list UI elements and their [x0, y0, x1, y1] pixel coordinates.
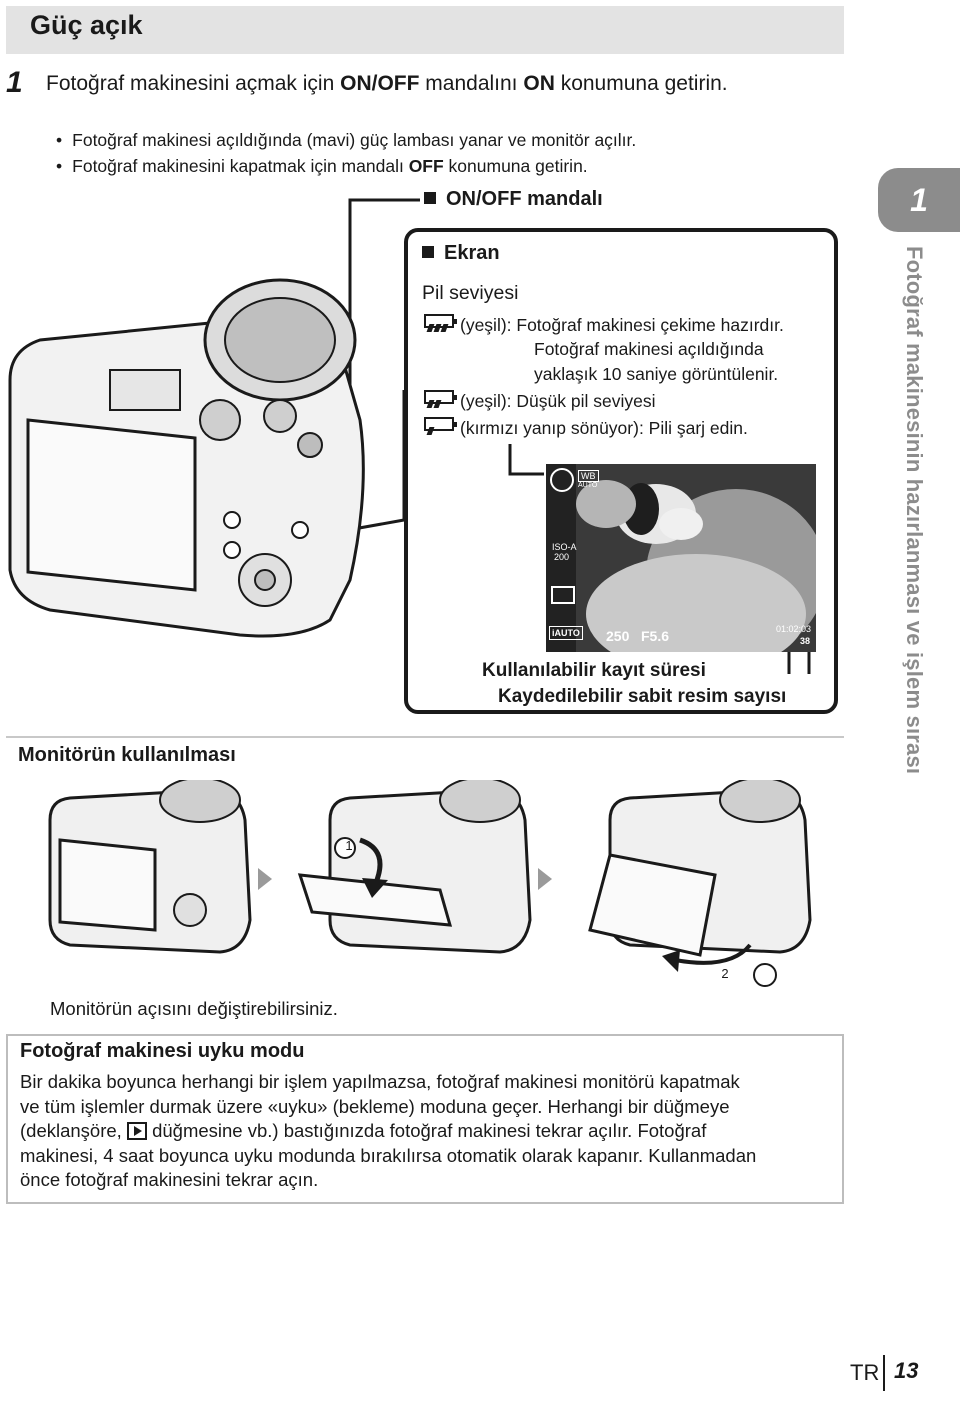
bullet-text: konumuna getirin.: [443, 156, 588, 176]
monitor-tilt-illustration: [48, 780, 812, 987]
on-keyword: ON: [523, 72, 555, 95]
battery-item-note: yaklaşık 10 saniye görüntülenir.: [534, 364, 779, 384]
onoff-switch-label: ON/OFF mandalı: [424, 188, 603, 211]
battery-item-text: (yeşil): Düşük pil seviyesi: [460, 391, 656, 411]
note-line: makinesi, 4 saat boyunca uyku modunda bı…: [20, 1144, 757, 1166]
step-text-part: Fotoğraf makinesini açmak için: [46, 72, 341, 95]
battery-level-title: Pil seviyesi: [422, 282, 519, 304]
child-and-puppy-image: [546, 464, 816, 652]
bullet-text: Fotoğraf makinesi açıldığında (mavi) güç…: [72, 130, 637, 150]
page-number: 13: [894, 1358, 919, 1383]
sleep-mode-body: Bir dakika boyunca herhangi bir işlem ya…: [20, 1070, 835, 1193]
section-header-bar: [6, 6, 844, 54]
bullet-item: Fotoğraf makinesi açıldığında (mavi) güç…: [56, 130, 636, 151]
iauto-mode-label: iAUTO: [549, 626, 583, 640]
wb-indicator: WB: [578, 470, 599, 482]
step-2-marker: 2: [721, 966, 729, 981]
section-title: Güç açık: [30, 10, 143, 40]
lcd-screen-photo: WB AUTO ISO-A 200 iAUTO 250 F5.6 01:02:0…: [546, 464, 816, 652]
battery-item-note: Fotoğraf makinesi açıldığında: [534, 339, 764, 359]
battery-empty-icon: [424, 417, 457, 435]
footer-language: TR: [850, 1360, 880, 1385]
battery-item-full: (yeşil): Fotoğraf makinesi çekime hazırd…: [424, 314, 784, 336]
recording-time: 01:02:03: [776, 624, 812, 634]
monitor-caption: Monitörün açısını değiştirebilirsiniz.: [50, 998, 338, 1019]
monitor-section: [6, 736, 844, 1038]
battery-full-icon: [424, 314, 457, 332]
battery-low-icon: [424, 390, 457, 408]
playback-button-icon: [126, 1122, 147, 1140]
note-line: (deklanşöre, düğmesine vb.) bastığınızda…: [20, 1119, 835, 1144]
iso-label: ISO-A: [552, 542, 577, 552]
battery-item-empty: (kırmızı yanıp sönüyor): Pili şarj edin.: [424, 417, 748, 439]
onoff-switch-label-text: ON/OFF mandalı: [446, 188, 603, 210]
step-instruction: Fotoğraf makinesini açmak için ON/OFF ma…: [46, 70, 816, 97]
note-line: Bir dakika boyunca herhangi bir işlem ya…: [20, 1071, 740, 1092]
chapter-tab: 1: [878, 168, 960, 232]
step-1-marker: 1: [345, 838, 353, 853]
step-number: 1: [6, 66, 23, 99]
recording-time-label: Kullanılabilir kayıt süresi: [482, 660, 706, 681]
bullet-item: Fotoğraf makinesini kapatmak için mandal…: [56, 156, 588, 177]
square-bullet-icon: [422, 246, 434, 258]
screen-title-text: Ekran: [444, 242, 500, 264]
shots-remaining-label: Kaydedilebilir sabit resim sayısı: [498, 686, 787, 707]
wb-sub-indicator: AUTO: [578, 482, 598, 489]
aperture-value: F5.6: [641, 628, 670, 644]
note-line: ve tüm işlemler durmak üzere «uyku» (bek…: [20, 1095, 730, 1117]
note-line: önce fotoğraf makinesini tekrar açın.: [20, 1169, 319, 1190]
iso-value: 200: [554, 552, 570, 562]
shots-remaining: 38: [800, 636, 811, 646]
screen-title: Ekran: [422, 242, 500, 265]
off-keyword: OFF: [408, 156, 444, 176]
step-text-part: konumuna getirin.: [554, 72, 728, 95]
camera-back-illustration: [8, 198, 420, 638]
sleep-mode-note-box: [6, 1034, 844, 1204]
chapter-side-title: Fotoğraf makinesinin hazırlanması ve işl…: [902, 246, 927, 775]
battery-item-text: (kırmızı yanıp sönüyor): Pili şarj edin.: [460, 418, 748, 438]
battery-item-low: (yeşil): Düşük pil seviyesi: [424, 390, 655, 412]
monitor-section-title: Monitörün kullanılması: [18, 744, 236, 766]
battery-item-text: (yeşil): Fotoğraf makinesi çekime hazırd…: [460, 315, 784, 335]
drive-mode-icon: [551, 586, 575, 604]
footer-separator: [883, 1355, 885, 1391]
mode-dial-icon: [550, 468, 574, 492]
onoff-keyword: ON/OFF: [340, 72, 420, 95]
shutter-speed: 250: [606, 628, 630, 644]
bullet-text: Fotoğraf makinesini kapatmak için mandal…: [72, 156, 409, 176]
square-bullet-icon: [424, 192, 436, 204]
sleep-mode-title: Fotoğraf makinesi uyku modu: [20, 1040, 305, 1062]
step-text-part: mandalını: [419, 72, 524, 95]
note-text: düğmesine vb.) bastığınızda fotoğraf mak…: [146, 1120, 707, 1141]
note-text: (deklanşöre,: [20, 1120, 127, 1141]
screen-info-box: [404, 228, 838, 714]
chapter-number: 1: [910, 181, 928, 218]
